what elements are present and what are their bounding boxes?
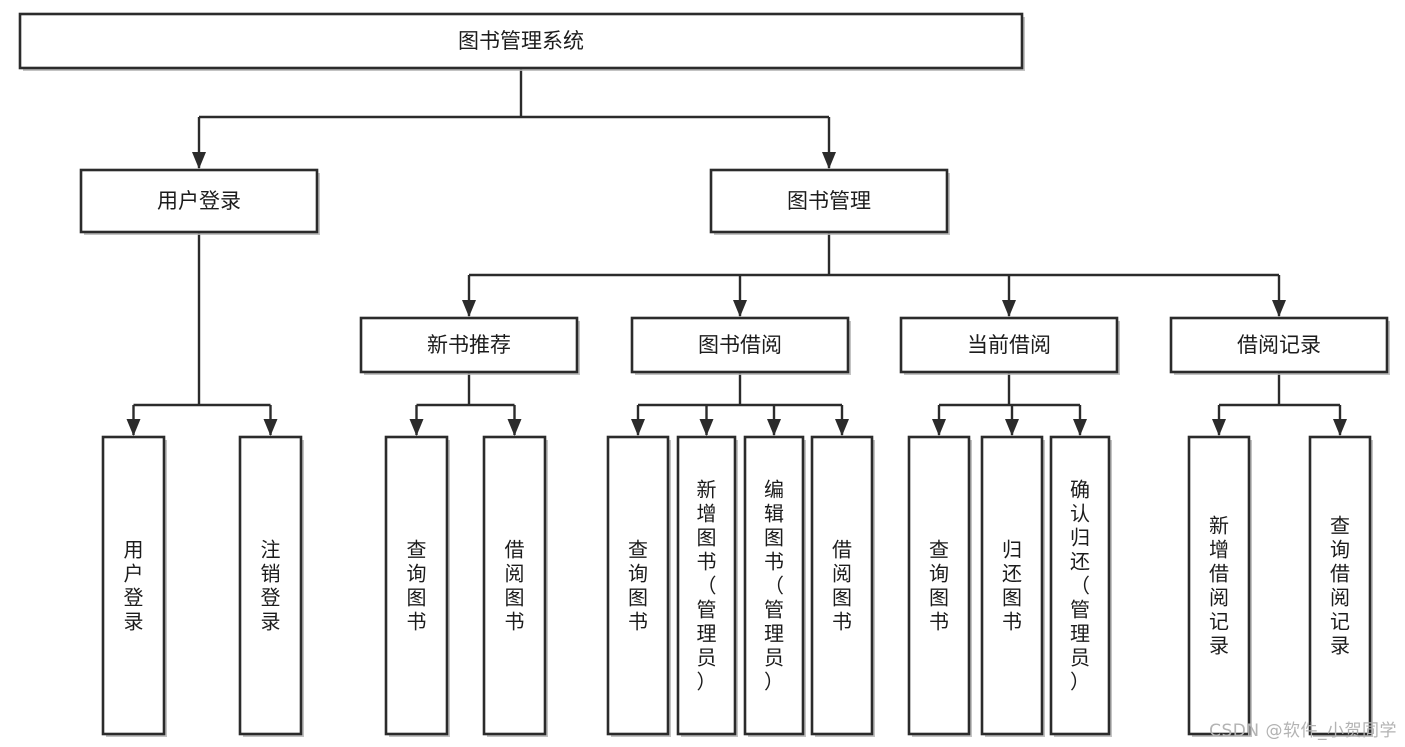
node-leaf-12[interactable]: 查询借阅记录 bbox=[1308, 435, 1373, 737]
box-outline bbox=[1049, 435, 1111, 736]
watermark-text: CSDN @软件_小贺同学 bbox=[1209, 721, 1397, 741]
box-outline bbox=[630, 316, 850, 374]
arrow-head-icon bbox=[1333, 419, 1347, 436]
node-label: 用户登录 bbox=[157, 189, 241, 213]
node-label: 用户登录 bbox=[124, 538, 144, 634]
box-outline bbox=[101, 435, 166, 736]
box-outline bbox=[359, 316, 579, 374]
arrow-head-icon bbox=[1002, 300, 1016, 317]
arrow-head-icon bbox=[1212, 419, 1226, 436]
arrow-head-icon bbox=[192, 152, 206, 169]
arrow-head-icon bbox=[263, 419, 278, 436]
node-level2-图书管理[interactable]: 图书管理 bbox=[709, 168, 950, 235]
node-leaf-11[interactable]: 新增借阅记录 bbox=[1187, 435, 1252, 737]
box-outline bbox=[709, 168, 949, 234]
node-level3-当前借阅[interactable]: 当前借阅 bbox=[899, 316, 1120, 375]
box-outline bbox=[676, 435, 737, 736]
node-label: 图书借阅 bbox=[698, 333, 782, 357]
node-leaf-9[interactable]: 归还图书 bbox=[980, 435, 1045, 737]
node-level3-图书借阅[interactable]: 图书借阅 bbox=[630, 316, 851, 375]
arrow-head-icon bbox=[699, 419, 714, 436]
box-outline bbox=[743, 435, 805, 736]
box-outline bbox=[1187, 435, 1251, 736]
node-leaf-3[interactable]: 借阅图书 bbox=[482, 435, 548, 737]
connector-layer bbox=[126, 68, 1347, 436]
node-leaf-1[interactable]: 注销登录 bbox=[238, 435, 304, 737]
node-label: 归还图书 bbox=[1002, 538, 1022, 634]
node-label: 查询图书 bbox=[407, 538, 427, 634]
node-leaf-2[interactable]: 查询图书 bbox=[384, 435, 450, 737]
box-outline bbox=[899, 316, 1119, 374]
node-label: 当前借阅 bbox=[967, 333, 1051, 357]
box-outline bbox=[482, 435, 547, 736]
arrow-head-icon bbox=[507, 419, 522, 436]
box-outline bbox=[1169, 316, 1389, 374]
node-layer: 图书管理系统用户登录图书管理新书推荐图书借阅当前借阅借阅记录用户登录注销登录查询… bbox=[18, 12, 1390, 737]
box-outline bbox=[18, 12, 1024, 70]
node-label: 新增图书（管理员） bbox=[697, 478, 717, 694]
node-label: 图书管理 bbox=[787, 189, 871, 213]
arrow-head-icon bbox=[409, 419, 424, 436]
arrow-head-icon bbox=[822, 152, 836, 169]
node-label: 借阅图书 bbox=[832, 538, 852, 634]
node-label: 查询借阅记录 bbox=[1330, 514, 1350, 658]
node-leaf-10[interactable]: 确认归还（管理员） bbox=[1049, 435, 1112, 737]
node-label: 注销登录 bbox=[261, 538, 281, 634]
node-level2-用户登录[interactable]: 用户登录 bbox=[79, 168, 320, 235]
box-outline bbox=[1308, 435, 1372, 736]
arrow-head-icon bbox=[1005, 419, 1019, 436]
node-leaf-5[interactable]: 新增图书（管理员） bbox=[676, 435, 738, 737]
node-label: 新增借阅记录 bbox=[1209, 514, 1229, 658]
box-outline bbox=[79, 168, 319, 234]
node-label: 编辑图书（管理员） bbox=[764, 478, 784, 694]
node-level3-新书推荐[interactable]: 新书推荐 bbox=[359, 316, 580, 375]
arrow-head-icon bbox=[1073, 419, 1087, 436]
node-label: 图书管理系统 bbox=[458, 29, 584, 53]
node-root-图书管理系统[interactable]: 图书管理系统 bbox=[18, 12, 1025, 71]
arrow-head-icon bbox=[835, 419, 849, 436]
node-label: 查询图书 bbox=[929, 538, 949, 634]
node-label: 新书推荐 bbox=[427, 333, 511, 357]
box-outline bbox=[980, 435, 1044, 736]
box-outline bbox=[238, 435, 303, 736]
arrow-head-icon bbox=[631, 419, 645, 436]
node-leaf-8[interactable]: 查询图书 bbox=[907, 435, 972, 737]
arrow-head-icon bbox=[733, 300, 747, 317]
node-label: 查询图书 bbox=[628, 538, 648, 634]
node-level3-借阅记录[interactable]: 借阅记录 bbox=[1169, 316, 1390, 375]
box-outline bbox=[907, 435, 971, 736]
node-leaf-7[interactable]: 借阅图书 bbox=[810, 435, 875, 737]
arrow-head-icon bbox=[932, 419, 946, 436]
arrow-head-icon bbox=[126, 419, 141, 436]
node-label: 借阅记录 bbox=[1237, 333, 1321, 357]
box-outline bbox=[810, 435, 874, 736]
node-label: 确认归还（管理员） bbox=[1070, 478, 1090, 694]
arrow-head-icon bbox=[462, 300, 476, 317]
node-leaf-0[interactable]: 用户登录 bbox=[101, 435, 167, 737]
node-label: 借阅图书 bbox=[505, 538, 525, 634]
arrow-head-icon bbox=[1272, 300, 1286, 317]
arrow-head-icon bbox=[767, 419, 781, 436]
box-outline bbox=[606, 435, 670, 736]
node-leaf-6[interactable]: 编辑图书（管理员） bbox=[743, 435, 806, 737]
box-outline bbox=[384, 435, 449, 736]
node-leaf-4[interactable]: 查询图书 bbox=[606, 435, 671, 737]
